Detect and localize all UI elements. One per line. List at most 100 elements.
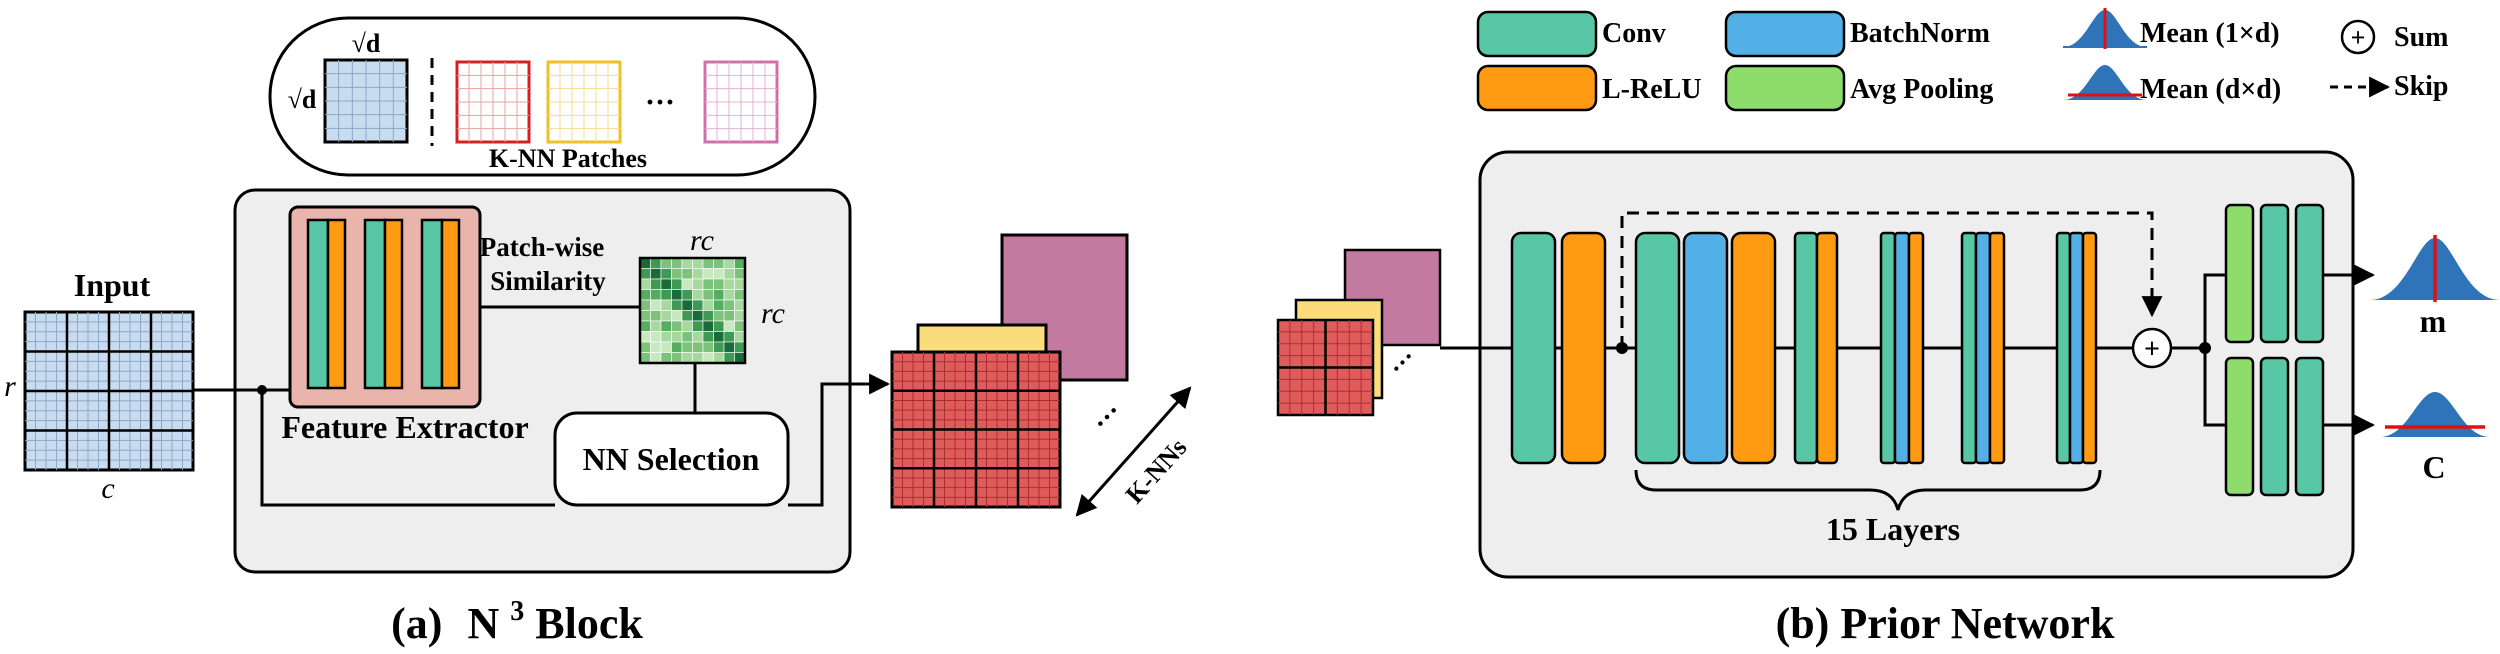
similarity-cell [702, 320, 714, 332]
first-conv-block [1510, 231, 1557, 465]
similarity-cell [702, 331, 714, 343]
caption-a-suffix: Block [535, 599, 643, 648]
nn-to-output [788, 373, 891, 507]
similarity-cell [734, 341, 746, 353]
similarity-cell [650, 331, 662, 343]
similarity-cell [671, 352, 683, 364]
similarity-cell [723, 257, 735, 269]
similarity-cell [681, 320, 693, 332]
c-head-conv-1 [2259, 356, 2290, 497]
legend-skip-label: Skip [2394, 71, 2449, 102]
r-label: r [4, 370, 16, 403]
similarity-border [638, 256, 747, 365]
fe-unit-1 [306, 218, 347, 390]
branch-to-m-head [2203, 273, 2226, 348]
m-head-conv-2 [2294, 203, 2325, 344]
similarity-cell [734, 320, 746, 332]
similarity-cell [671, 331, 683, 343]
input-label: Input [74, 267, 151, 303]
similarity-cell [713, 341, 725, 353]
similarity-cell [702, 299, 714, 311]
similarity-cell [650, 341, 662, 353]
compact-layer-1 [1793, 231, 1839, 465]
similarity-matrix [638, 256, 747, 365]
similarity-cell [734, 331, 746, 343]
similarity-cell [702, 268, 714, 280]
legend-conv-swatch [1476, 10, 1598, 58]
similarity-cell [681, 341, 693, 353]
legend-mean-1xd-icon [2063, 8, 2147, 49]
similarity-cell [734, 278, 746, 290]
m-gaussian [2370, 235, 2500, 302]
similarity-cell [734, 310, 746, 322]
similarity-cell [639, 331, 651, 343]
c-head-avgpool [2224, 356, 2255, 497]
compact-layer-3 [1960, 231, 2006, 465]
similarity-cell [734, 352, 746, 364]
similarity-cell [681, 278, 693, 290]
legend-mean-1xd-label: Mean (1×d) [2140, 18, 2280, 49]
similarity-cell [639, 320, 651, 332]
similarity-cell [702, 278, 714, 290]
knn-output-ellipsis: ··· [1087, 397, 1129, 439]
similarity-cell [734, 257, 746, 269]
c-head-conv-2 [2294, 356, 2325, 497]
nn-selection-box: NN Selection [553, 411, 790, 507]
knn-patch-red-grid [457, 62, 529, 142]
fe-unit-3 [420, 218, 461, 390]
similarity-cell [713, 268, 725, 280]
similarity-cell [723, 278, 735, 290]
output-c-label: C [2422, 449, 2445, 485]
knn-patches-ellipsis: ··· [645, 86, 675, 119]
similarity-cell [671, 278, 683, 290]
similarity-cell [639, 341, 651, 353]
similarity-cell [713, 299, 725, 311]
similarity-cell [671, 310, 683, 322]
similarity-cell [734, 289, 746, 301]
similarity-cell [660, 310, 672, 322]
rc-right-label: rc [761, 297, 785, 330]
similarity-cell [723, 320, 735, 332]
compact-layer-2 [1879, 231, 1925, 465]
legend-conv-label: Conv [1602, 18, 1666, 49]
compact-layer-4 [2055, 231, 2098, 465]
similarity-cell [660, 257, 672, 269]
similarity-cell [639, 257, 651, 269]
legend-sum-label: Sum [2394, 22, 2448, 53]
skip-connection [1620, 211, 2163, 348]
layers-brace [1634, 469, 2102, 511]
similarity-cell [650, 278, 662, 290]
prior-input-ellipsis: ··· [1383, 343, 1422, 382]
legend: Conv L-ReLU BatchNorm Avg Pooling Mean (… [1476, 8, 2449, 112]
similarity-cell [681, 352, 693, 364]
panel-b-caption: (b) Prior Network [1776, 599, 2115, 648]
panel-a-caption: (a) N 3 Block [391, 596, 643, 648]
similarity-cell [650, 352, 662, 364]
m-head-conv-1 [2259, 203, 2290, 344]
similarity-cell [660, 320, 672, 332]
similarity-cell [702, 352, 714, 364]
caption-a-main: N [467, 599, 499, 648]
caption-a-prefix: (a) [391, 599, 442, 648]
legend-lrelu-swatch [1476, 64, 1598, 112]
similarity-cell [650, 289, 662, 301]
input-grid [23, 310, 195, 472]
fe-unit-2 [363, 218, 404, 390]
similarity-cell [702, 257, 714, 269]
similarity-cell [734, 268, 746, 280]
similarity-cell [723, 331, 735, 343]
similarity-cell [639, 289, 651, 301]
similarity-cell [713, 310, 725, 322]
similarity-cell [713, 257, 725, 269]
patch-size-top-label: √d [352, 29, 381, 58]
legend-batchnorm-label: BatchNorm [1850, 18, 1990, 49]
similarity-cell [671, 299, 683, 311]
feature-extractor-label: Feature Extractor [281, 409, 528, 445]
similarity-cell [660, 268, 672, 280]
sum-node: + [2131, 327, 2173, 369]
knn-patch-pink-grid [705, 62, 777, 142]
similarity-cell [692, 289, 704, 301]
legend-sum-icon: + [2340, 19, 2376, 55]
similarity-cell [723, 310, 735, 322]
